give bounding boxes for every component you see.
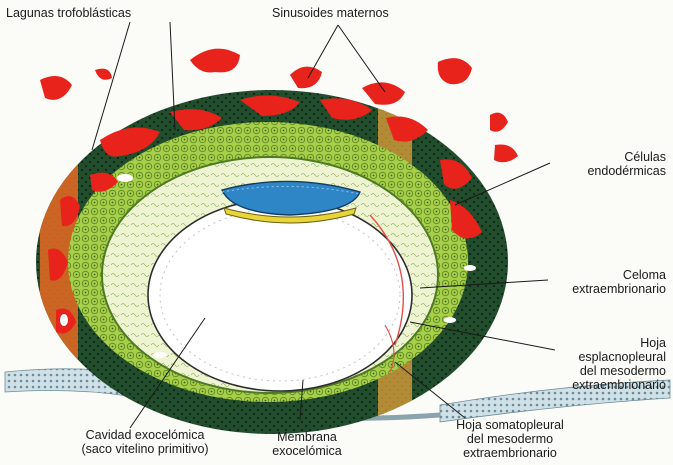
label-somatopleural: Hoja somatopleural del mesodermo extraem… xyxy=(440,418,580,460)
label-celulas: Células endodérmicas xyxy=(556,150,666,178)
bilaminar-disc xyxy=(222,181,360,223)
label-celoma: Celoma extraembrionario xyxy=(556,268,666,296)
exocoelomic-cavity xyxy=(148,199,412,391)
label-membrana: Membrana exocelómica xyxy=(262,430,352,458)
label-cavidad: Cavidad exocelómica (saco vitelino primi… xyxy=(60,428,230,456)
label-esplacnopleural: Hoja esplacnopleural del mesodermo extra… xyxy=(540,336,666,392)
label-sinusoides: Sinusoides maternos xyxy=(272,6,389,20)
label-lagunas: Lagunas trofoblásticas xyxy=(6,6,131,20)
